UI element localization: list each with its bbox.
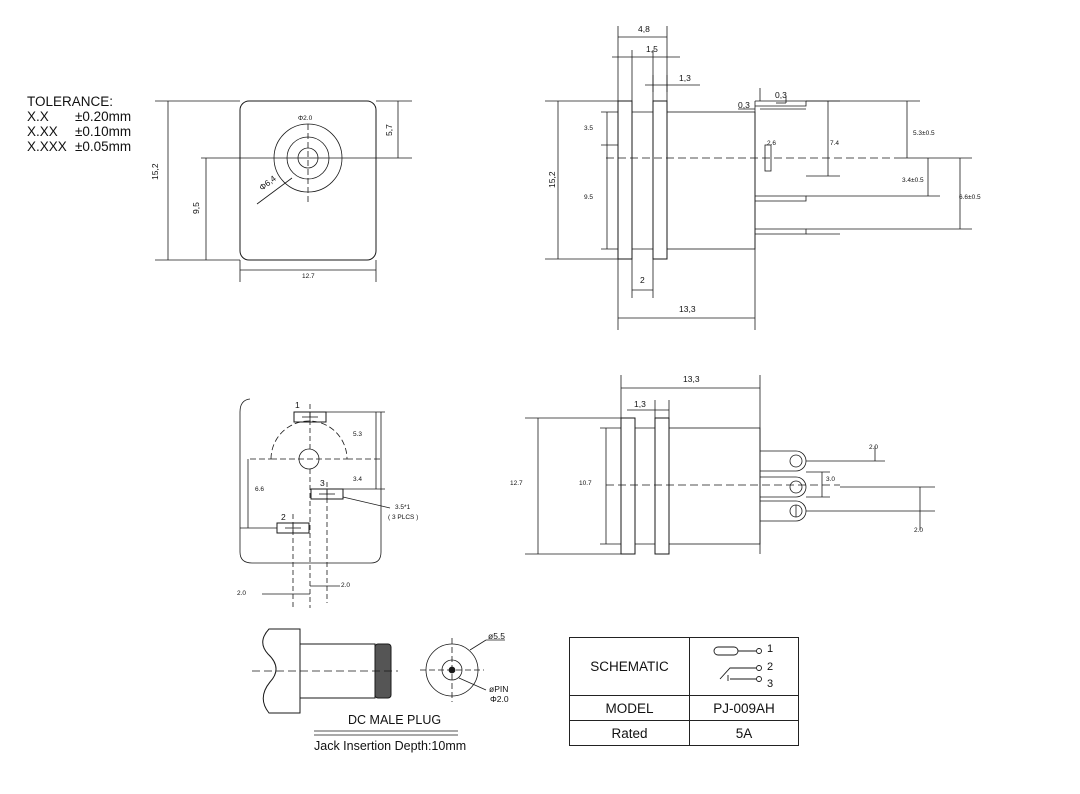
pcb-pin1-label: 1 (295, 400, 300, 410)
schematic-symbol: 1 2 3 (689, 637, 799, 696)
bottom-view (525, 375, 935, 555)
schematic-pin-3: 3 (767, 678, 774, 690)
side-right-top-label: 5.3±0.5 (913, 130, 935, 137)
rated-label: Rated (569, 720, 690, 746)
side-lower-label: 9.5 (584, 194, 593, 201)
side-pin-span-label: 7.4 (830, 140, 839, 147)
side-right-low-label: 6.6±0.5 (959, 194, 981, 201)
pcb-dim-66-label: 6.6 (255, 486, 264, 493)
side-base-label: 2 (640, 275, 645, 285)
side-pin-width-label: 2.6 (767, 140, 776, 147)
pcb-layout-view (239, 398, 391, 608)
pcb-dim-53-label: 5.3 (353, 431, 362, 438)
front-width-label: 12.7 (302, 273, 315, 280)
tolerance-row: X.X±0.20mm (27, 109, 132, 124)
schematic-icon (713, 646, 762, 682)
side-total-width-label: 4,8 (638, 24, 650, 34)
model-label: MODEL (569, 695, 690, 721)
bottom-inner-label: 10.7 (579, 480, 592, 487)
bottom-outer-label: 12.7 (510, 480, 523, 487)
plug-pin-dia-label: Φ2.0 (490, 694, 509, 704)
tolerance-row: X.XXX±0.05mm (27, 139, 132, 154)
pcb-hole-count-label: ( 3 PLCS ) (388, 514, 418, 521)
front-height-label: 15,2 (150, 163, 160, 180)
side-gap-label: 0,3 (738, 100, 750, 110)
pcb-pin2-label: 2 (281, 512, 286, 522)
front-hole-label: Φ2.0 (298, 115, 313, 122)
spec-row-schematic: SCHEMATIC 1 2 3 (569, 637, 799, 696)
tolerance-title: TOLERANCE: (27, 94, 114, 109)
plug-pin-label: øPIN (489, 684, 508, 694)
side-right-mid-label: 3.4±0.5 (902, 177, 924, 184)
side-flange1-label: 1,5 (646, 44, 658, 54)
spec-table: SCHEMATIC 1 2 3 MODEL PJ-009AH Rated 5A (569, 637, 799, 746)
schematic-pin-2: 2 (767, 661, 774, 673)
side-height-label: 15,2 (547, 171, 557, 188)
side-upper-label: 3.5 (584, 125, 593, 132)
front-view (155, 100, 412, 282)
schematic-label: SCHEMATIC (569, 637, 690, 696)
front-center-label: 9,5 (191, 202, 201, 214)
bottom-dim-20a-label: 2.0 (869, 444, 878, 451)
pcb-dim-20b-label: 2.0 (341, 582, 350, 589)
schematic-pin-1: 1 (767, 643, 774, 655)
side-length-label: 13,3 (679, 304, 696, 314)
bottom-dim-30-label: 3.0 (826, 476, 835, 483)
rated-value: 5A (689, 720, 799, 746)
plug-outer-dia-label: ø5.5 (488, 631, 505, 641)
bottom-length-label: 13,3 (683, 374, 700, 384)
side-view (545, 26, 972, 330)
spec-row-model: MODEL PJ-009AH (569, 695, 799, 721)
tolerance-row: X.XX±0.10mm (27, 124, 132, 139)
pcb-dim-20a-label: 2.0 (237, 590, 246, 597)
front-outer-dia-label: Φ6,4 (257, 173, 278, 192)
tolerance-block: TOLERANCE: X.X±0.20mm X.XX±0.10mm X.XXX±… (27, 94, 131, 154)
pcb-pin3-label: 3 (320, 478, 325, 488)
plug-insertion-depth: Jack Insertion Depth:10mm (314, 739, 466, 753)
pcb-dim-34-label: 3.4 (353, 476, 362, 483)
bottom-flange-label: 1,3 (634, 399, 646, 409)
dc-plug-drawing (252, 628, 505, 736)
front-top-offset-label: 5,7 (384, 124, 394, 136)
model-value: PJ-009AH (689, 695, 799, 721)
plug-title: DC MALE PLUG (348, 713, 441, 727)
bottom-dim-20b-label: 2.0 (914, 527, 923, 534)
side-gap2-label: 0,3 (775, 90, 787, 100)
pcb-hole-label: 3.5*1 (395, 504, 411, 511)
side-flange2-label: 1,3 (679, 73, 691, 83)
spec-row-rated: Rated 5A (569, 720, 799, 746)
